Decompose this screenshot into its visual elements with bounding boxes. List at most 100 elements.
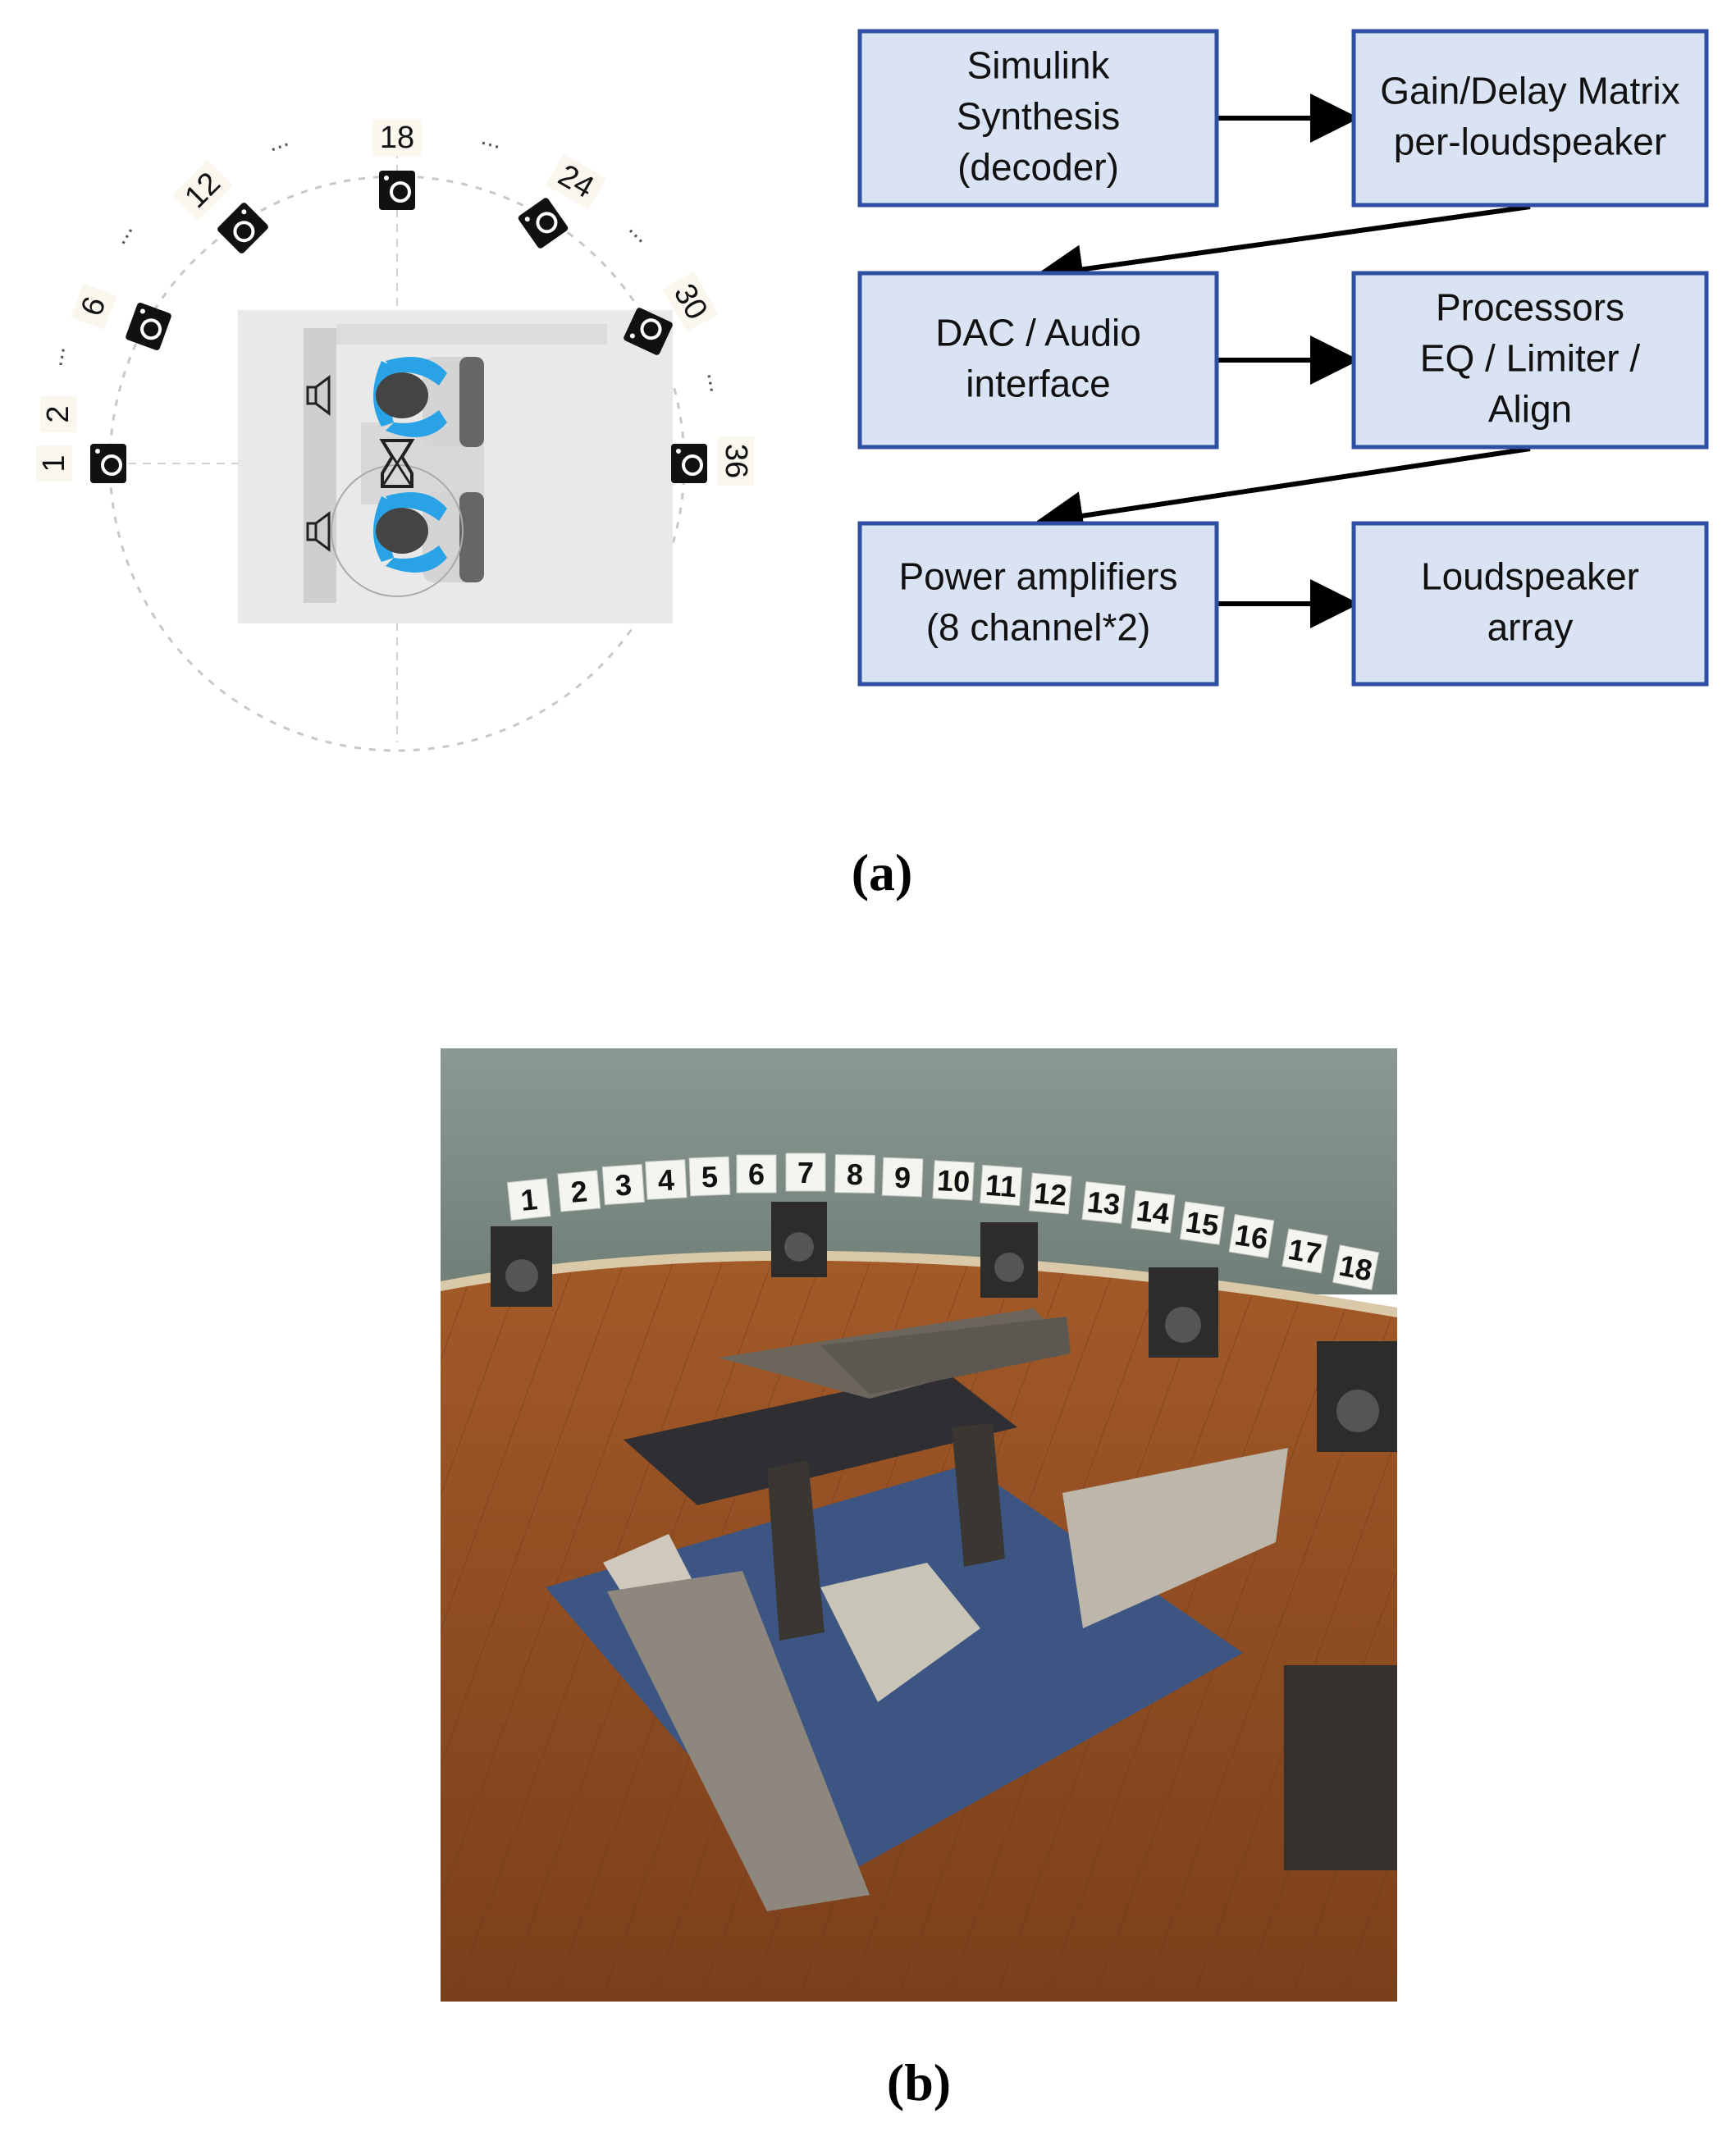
render-cockpit-panel: [624, 1370, 1017, 1505]
ellipsis-1: ...: [40, 344, 71, 368]
svg-text:15: 15: [1184, 1204, 1221, 1242]
render-number-card-5: 5: [688, 1156, 731, 1197]
render-number-card-11: 11: [980, 1164, 1023, 1207]
flow-label-matrix-0: Gain/Delay Matrix: [1380, 70, 1680, 112]
render-number-card-17: 17: [1281, 1228, 1328, 1274]
flow-label-synth-2: (decoder): [957, 146, 1119, 189]
ring-speaker-icon: [379, 171, 415, 210]
svg-text:4: 4: [657, 1163, 675, 1198]
flow-label-dac-0: DAC / Audio: [935, 312, 1141, 354]
render-number-card-6: 6: [736, 1154, 777, 1194]
render-number-card-18: 18: [1332, 1244, 1380, 1290]
svg-text:9: 9: [893, 1161, 911, 1195]
flow-label-synth-0: Simulink: [967, 44, 1111, 87]
render-number-card-9: 9: [881, 1157, 924, 1198]
center-transducer-icon: [379, 439, 415, 488]
speaker-layout-diagram: 1 2 6 12 18 24: [36, 120, 754, 752]
svg-text:14: 14: [1135, 1194, 1172, 1231]
flow-node-proc: Processors EQ / Limiter / Align: [1351, 271, 1709, 450]
flow-box-amp: [857, 521, 1219, 687]
render-cockpit-console: [820, 1563, 980, 1702]
flow-edge-proc-amp: [1034, 446, 1531, 541]
render-number-card-8: 8: [834, 1154, 875, 1194]
ring-speaker-icon: [217, 203, 268, 253]
flow-edges: [1034, 94, 1531, 628]
rear-strip: [336, 324, 607, 345]
svg-text:7: 7: [797, 1156, 814, 1189]
flow-box-proc: [1351, 271, 1709, 450]
svg-text:18: 18: [1336, 1249, 1375, 1288]
render-cockpit-roof-panel: [820, 1317, 1071, 1395]
render-number-card-12: 12: [1028, 1172, 1072, 1215]
ellipsis-4: ...: [478, 123, 505, 154]
flow-edge-matrix-dac: [1034, 204, 1531, 294]
flow-node-array: Loudspeaker array: [1351, 521, 1709, 687]
ellipsis-5: ...: [624, 215, 657, 249]
flow-label-dac-1: interface: [966, 363, 1110, 405]
svg-text:1: 1: [519, 1182, 539, 1217]
flow-label-array-0: Loudspeaker: [1421, 555, 1639, 598]
ring-labels: 1 2 6 12 18 24: [36, 120, 754, 486]
render-number-card-14: 14: [1131, 1189, 1176, 1234]
flow-node-matrix: Gain/Delay Matrix per-loudspeaker: [1351, 29, 1709, 208]
ring-speaker-icon: [518, 198, 569, 249]
ring-speaker-icon: [90, 444, 126, 483]
cockpit-plan: [238, 310, 673, 623]
pilot-head-top: [376, 372, 428, 418]
svg-text:10: 10: [936, 1163, 971, 1198]
svg-text:12: 12: [1032, 1175, 1067, 1212]
front-panel: [304, 328, 336, 603]
flow-label-matrix-1: per-loudspeaker: [1394, 121, 1666, 163]
flow-box-dac: [857, 271, 1219, 450]
flow-node-dac: DAC / Audio interface: [857, 271, 1219, 450]
render-number-card-3: 3: [601, 1163, 645, 1206]
flow-box-array: [1351, 521, 1709, 687]
speaker-label-18: 18: [380, 121, 414, 155]
svg-text:8: 8: [847, 1157, 864, 1191]
svg-text:17: 17: [1286, 1232, 1324, 1271]
caption-b: (b): [887, 2053, 951, 2111]
speaker-label-36: 36: [719, 444, 753, 478]
svg-text:3: 3: [614, 1167, 633, 1202]
flow-label-proc-0: Processors: [1436, 286, 1624, 329]
svg-text:2: 2: [569, 1174, 589, 1209]
ellipsis-2: ...: [104, 217, 138, 249]
flow-label-proc-1: EQ / Limiter /: [1420, 337, 1641, 380]
side-speaker-icon-bottom: [306, 511, 331, 552]
pilot-head-bottom: [376, 508, 428, 554]
flow-node-amp: Power amplifiers(8 channel*2): [857, 521, 1219, 687]
render-speaker-near: [1284, 1665, 1397, 1870]
side-speaker-icon-top: [306, 375, 331, 416]
svg-text:16: 16: [1232, 1217, 1270, 1256]
svg-text:5: 5: [701, 1160, 718, 1194]
ring-speaker-icon: [126, 303, 171, 350]
ring-speaker-icon: [624, 308, 673, 355]
flow-box-matrix: [1351, 29, 1709, 208]
flow-label-synth-1: Synthesis: [957, 95, 1120, 138]
render-number-card-1: 1: [506, 1178, 551, 1221]
render-number-card-15: 15: [1179, 1201, 1225, 1245]
render-number-card-16: 16: [1228, 1213, 1275, 1259]
speaker-label-1: 1: [37, 454, 71, 472]
flow-box-synth: [857, 29, 1219, 208]
ellipsis-6: ...: [701, 369, 732, 394]
ring-speakers: [90, 171, 707, 483]
render-number-card-13: 13: [1081, 1181, 1126, 1224]
render-number-card-10: 10: [932, 1160, 975, 1201]
ellipsis-3: ...: [263, 125, 292, 157]
render-number-card-2: 2: [557, 1170, 601, 1212]
render-front-panel: [607, 1571, 870, 1911]
render-seat-left: [767, 1460, 825, 1641]
svg-text:6: 6: [748, 1157, 765, 1191]
caption-a: (a): [852, 843, 913, 902]
seat-top: [373, 357, 484, 447]
flow-label-proc-2: Align: [1488, 388, 1572, 431]
render-number-card-7: 7: [785, 1153, 826, 1192]
ring-speaker-icon: [671, 444, 707, 483]
flow-label-array-1: array: [1487, 606, 1574, 649]
